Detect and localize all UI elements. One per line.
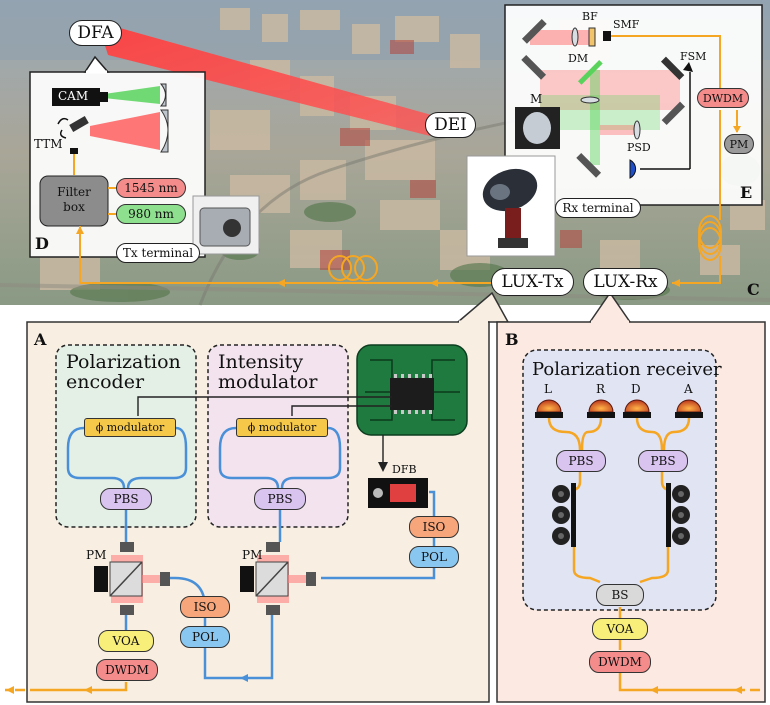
intensity-modulator-title: Intensity modulator xyxy=(218,352,317,392)
ttm-label: TTM xyxy=(34,137,63,151)
filter-box-label-line-2: box xyxy=(63,200,85,214)
cam-label: CAM xyxy=(58,89,89,103)
lux-tx-label: LUX-Tx xyxy=(491,268,574,296)
dwdm-receiver: DWDM xyxy=(589,651,651,673)
tx-terminal-panel xyxy=(29,55,260,258)
beam-splitter: BS xyxy=(596,584,644,606)
pbs-receiver-right: PBS xyxy=(638,450,688,472)
single-photon-detectors xyxy=(535,399,703,418)
polarization-encoder-title: Polarization encoder xyxy=(66,352,181,392)
wavelength-980-badge: 980 nm xyxy=(116,204,186,224)
panel-b xyxy=(496,291,766,703)
voa-transmitter: VOA xyxy=(98,630,154,652)
phase-modulator-encoder: ϕ modulator xyxy=(84,418,176,437)
phase-modulator-intensity: ϕ modulator xyxy=(236,418,328,437)
lux-rx-label: LUX-Rx xyxy=(583,268,668,296)
free-space-laser-beam xyxy=(100,28,435,136)
dfa-site-label: DFA xyxy=(69,20,122,46)
rx-dwdm-badge: DWDM xyxy=(697,88,749,108)
polarization-controllers xyxy=(552,483,690,547)
tx-terminal-caption: Tx terminal xyxy=(116,243,200,263)
detector-r-label: R xyxy=(596,382,606,396)
power-meter-badge: PM xyxy=(724,134,754,154)
wavelength-1545-badge: 1545 nm xyxy=(116,178,186,198)
panel-b-letter: B xyxy=(505,330,519,349)
detector-a-label: A xyxy=(684,382,693,396)
polarization-encoder-title-line-1: Polarization xyxy=(66,351,181,373)
panel-c-letter: C xyxy=(747,280,760,299)
polarization-module-1-label: PM xyxy=(86,548,107,562)
intensity-modulator-title-line-2: modulator xyxy=(218,371,318,393)
polarizer-right: POL xyxy=(409,546,459,568)
fsm-label: FSM xyxy=(680,50,707,63)
tx-fiber-link xyxy=(79,226,491,284)
filter-box-label: Filter box xyxy=(40,185,108,215)
pbs-encoder: PBS xyxy=(100,488,152,510)
polarizer-middle: POL xyxy=(180,626,230,648)
psd-label: PSD xyxy=(627,141,651,154)
filter-box-label-line-1: Filter xyxy=(57,185,91,199)
polarization-module-2-label: PM xyxy=(242,548,263,562)
isolator-middle: ISO xyxy=(180,596,230,618)
dm-label: DM xyxy=(568,52,589,65)
rx-terminal-caption: Rx terminal xyxy=(555,198,641,218)
panel-a-letter: A xyxy=(34,330,47,349)
polarization-receiver-title: Polarization receiver xyxy=(532,359,722,380)
dfb-label: DFB xyxy=(392,463,417,476)
dwdm-transmitter: DWDM xyxy=(96,659,158,681)
polarization-encoder-title-line-2: encoder xyxy=(66,371,145,393)
detector-l-label: L xyxy=(544,382,552,396)
dei-site-label: DEI xyxy=(425,112,476,138)
detector-d-label: D xyxy=(631,382,641,396)
intensity-modulator-title-line-1: Intensity xyxy=(218,351,304,373)
m-label: M xyxy=(530,92,543,106)
bf-label: BF xyxy=(582,10,598,23)
panel-d-letter: D xyxy=(35,234,49,253)
pbs-intensity: PBS xyxy=(254,488,306,510)
isolator-right: ISO xyxy=(409,516,459,538)
voa-receiver: VOA xyxy=(592,618,648,640)
smf-label: SMF xyxy=(613,18,640,31)
pbs-receiver-left: PBS xyxy=(556,450,606,472)
panel-e-letter: E xyxy=(740,183,753,202)
